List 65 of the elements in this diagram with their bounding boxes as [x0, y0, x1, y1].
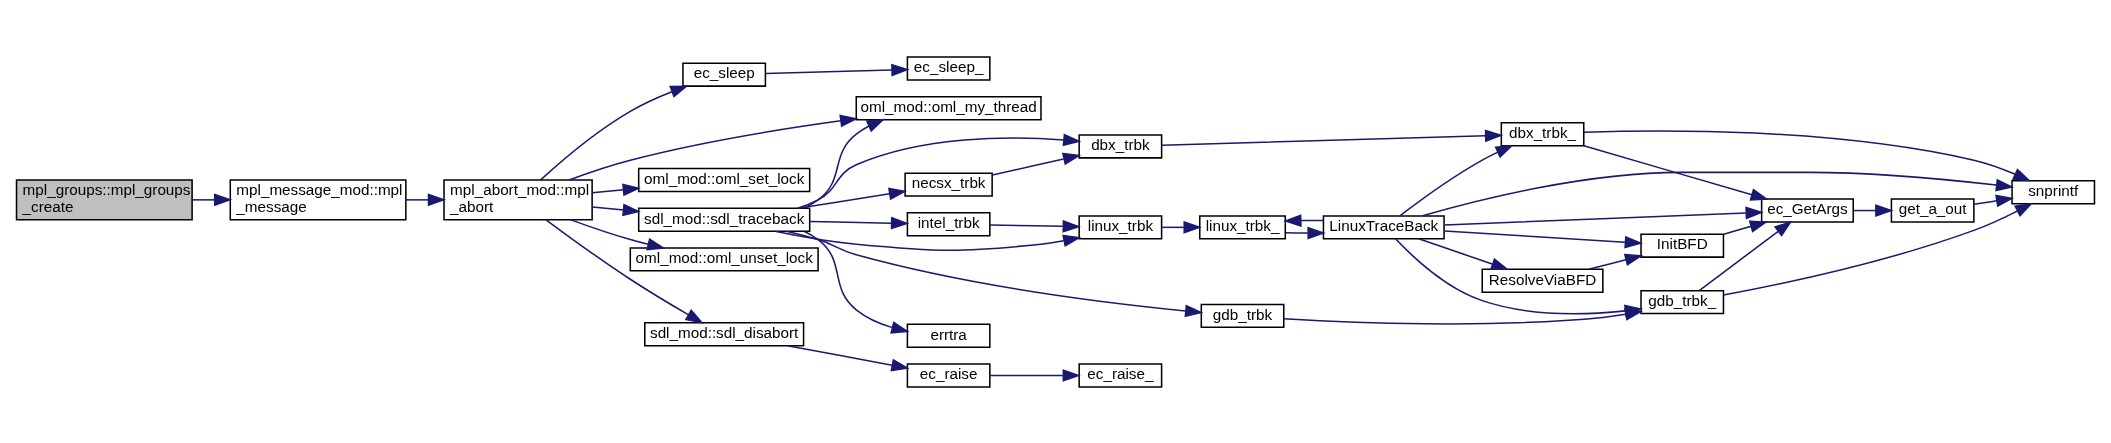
arrow [1723, 219, 1769, 235]
arrow [545, 218, 704, 324]
arrow [1417, 237, 1510, 270]
arrow [991, 152, 1082, 176]
arrow [1161, 128, 1504, 146]
arrow [1421, 171, 2015, 217]
arrow [1283, 213, 1325, 227]
node-box: ec_GetArgs [1760, 197, 1854, 223]
node-box: gdb_trbk_ [1640, 289, 1725, 314]
arrow [1399, 144, 1514, 216]
node-box: mpl_groups::mpl_groups _create [15, 178, 193, 220]
arrow [809, 216, 910, 230]
node-box: ResolveViaBFD [1481, 268, 1604, 293]
arrow [1583, 129, 2032, 182]
arrow [989, 368, 1081, 382]
arrow [405, 192, 447, 206]
arrow [1161, 220, 1202, 234]
node-box: mpl_message_mod::mpl _message [229, 178, 407, 220]
node-box: sdl_mod::sdl_disabort [644, 321, 805, 346]
node-box: dbx_trbk_ [1500, 121, 1585, 146]
arrow [1853, 203, 1894, 217]
node-box: get_a_out [1890, 197, 1975, 223]
arrow [191, 192, 233, 206]
node-box: oml_mod::oml_unset_lock [629, 246, 819, 272]
arrow [1443, 229, 1643, 249]
node-box: gdb_trbk [1200, 303, 1285, 328]
node-box: linux_trbk [1078, 214, 1163, 240]
arrow [539, 84, 689, 181]
node-box: intel_trbk [906, 211, 991, 236]
node-box: ec_raise_ [1078, 362, 1163, 388]
arrow [774, 229, 1082, 251]
arrow [591, 203, 641, 216]
node-box: mpl_abort_mod::mpl _abort [443, 178, 593, 220]
arrow [1284, 226, 1326, 239]
node-box: ec_sleep [682, 61, 767, 87]
arrow [765, 63, 910, 76]
arrow [1395, 237, 1643, 317]
arrow [1722, 202, 2034, 296]
arrow [785, 229, 1204, 317]
arrow [1583, 144, 1769, 201]
node-box: ec_sleep_ [906, 55, 991, 81]
node-box: linux_trbk_ [1199, 214, 1287, 240]
node-box: oml_mod::oml_my_thread [855, 95, 1042, 120]
arrow [1698, 220, 1793, 291]
arrow [1443, 206, 1764, 226]
arrow [803, 230, 910, 334]
node-box: snprintf [2011, 179, 2096, 204]
node-box: ec_raise [906, 362, 991, 388]
arrow [1973, 194, 2015, 207]
node-box: necsx_trbk [904, 171, 993, 197]
arrow [786, 344, 910, 371]
arrow [796, 133, 1082, 209]
node-box: errtra [906, 323, 991, 348]
node-box: InitBFD [1640, 232, 1725, 258]
node-box: sdl_mod::sdl_traceback [637, 207, 811, 232]
arrow [797, 186, 908, 209]
node-box: LinuxTraceBack [1322, 214, 1445, 240]
arrow [1588, 253, 1644, 270]
arrow [570, 218, 666, 250]
arrow [568, 114, 859, 181]
arrow [591, 182, 641, 196]
node-box: oml_mod::oml_set_lock [637, 167, 811, 192]
arrow [989, 219, 1081, 233]
arrow [802, 118, 886, 209]
node-box: dbx_trbk [1078, 133, 1163, 159]
